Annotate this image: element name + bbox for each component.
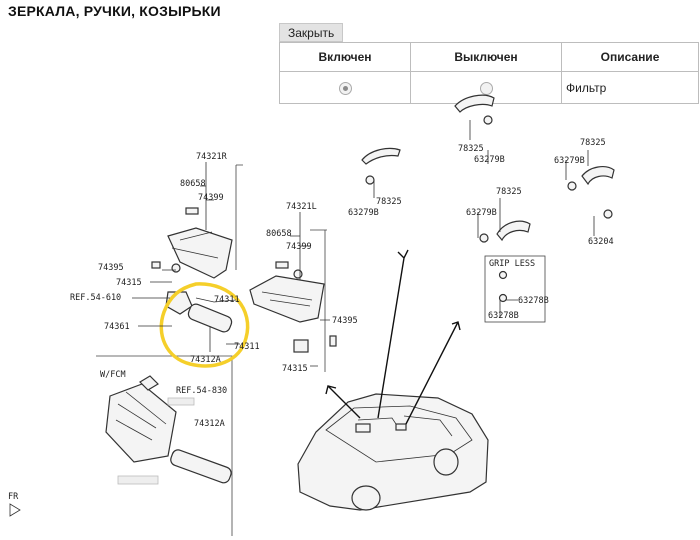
- label-78325: 78325: [580, 138, 606, 148]
- label-74311: 74311: [234, 342, 260, 352]
- vehicle-outline: [297, 393, 489, 511]
- close-button[interactable]: Закрыть: [279, 23, 344, 42]
- front-arrow-icon: [9, 503, 21, 517]
- label-74321L: 74321L: [286, 202, 317, 212]
- filter-panel: Закрыть Включен Выключен Описание Фильтр: [279, 23, 699, 104]
- label-63278B: 63278B: [518, 296, 549, 306]
- label-63279B: 63279B: [474, 155, 505, 165]
- label-74395: 74395: [332, 316, 358, 326]
- included-cell: [279, 71, 411, 104]
- label-63204: 63204: [588, 237, 614, 247]
- label-74399: 74399: [286, 242, 312, 252]
- label-74312A: 74312A: [190, 355, 221, 365]
- label-wfcm: W/FCM: [100, 370, 126, 380]
- callout-frame: [235, 164, 327, 372]
- label-78325: 78325: [376, 197, 402, 207]
- label-74321R: 74321R: [196, 152, 228, 162]
- table-header-row: Включен Выключен Описание: [279, 42, 699, 72]
- label-74315: 74315: [282, 364, 308, 374]
- arrows: [325, 249, 461, 425]
- label-63279B: 63279B: [554, 156, 585, 166]
- leader-lines: [132, 120, 595, 367]
- column-header-description: Описание: [561, 42, 699, 72]
- label-74399: 74399: [198, 193, 224, 203]
- excluded-radio[interactable]: [479, 81, 493, 95]
- label-74312A: 74312A: [194, 419, 225, 429]
- sun-visor-right: [151, 207, 233, 279]
- label-63279B: 63279B: [348, 208, 379, 218]
- assist-grips: [361, 94, 615, 303]
- included-radio[interactable]: [338, 81, 352, 95]
- column-header-excluded: Выключен: [410, 42, 562, 72]
- description-cell: Фильтр: [561, 71, 699, 104]
- label-74315: 74315: [116, 278, 142, 288]
- wfcm-assembly: [105, 375, 232, 485]
- label-78325: 78325: [496, 187, 522, 197]
- label-grip-less: GRIP LESS: [489, 259, 535, 269]
- label-80658: 80658: [180, 179, 206, 189]
- filter-table: Включен Выключен Описание Фильтр: [279, 42, 699, 104]
- label-74395: 74395: [98, 263, 124, 273]
- page-title: ЗЕРКАЛА, РУЧКИ, КОЗЫРЬКИ: [8, 3, 221, 19]
- label-63279B: 63279B: [466, 208, 497, 218]
- highlight-circle: [159, 282, 250, 368]
- label-78325: 78325: [458, 144, 484, 154]
- label-fr: FR: [8, 492, 19, 502]
- label-ref-54-610: REF.54-610: [70, 293, 121, 303]
- excluded-cell: [410, 71, 562, 104]
- label-74361: 74361: [104, 322, 130, 332]
- label-ref-54-830: REF.54-830: [176, 386, 227, 396]
- wfcm-frame: [96, 355, 233, 536]
- label-63278B: 63278B: [488, 311, 519, 321]
- label-80658: 80658: [266, 229, 292, 239]
- label-74311: 74311: [214, 295, 240, 305]
- sun-visor-left: [249, 261, 337, 353]
- table-row: Фильтр: [279, 71, 699, 104]
- grip-less-box: [484, 255, 546, 323]
